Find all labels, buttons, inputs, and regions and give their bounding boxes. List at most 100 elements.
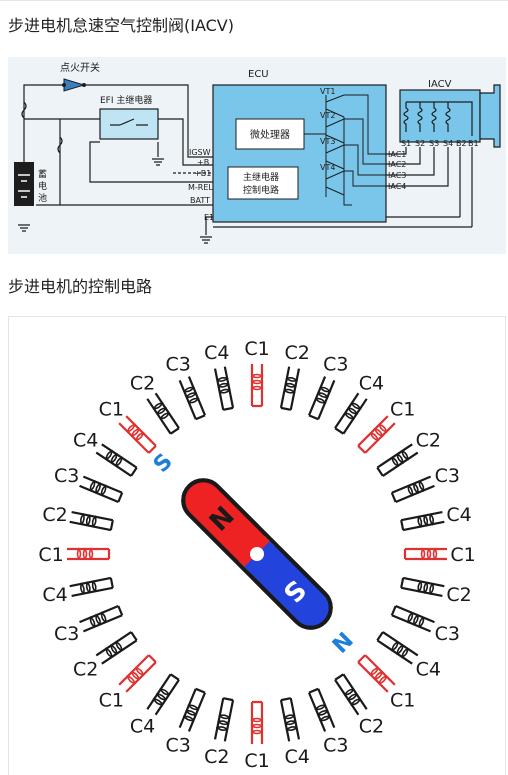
battery-label-2: 电 <box>38 180 47 192</box>
stator-north-label: N <box>328 628 359 659</box>
pin-s4: S4 <box>443 139 453 148</box>
transistor-vt2: VT2 <box>320 111 335 120</box>
pin-igsw: IGSW <box>189 148 211 157</box>
transistor-stack <box>304 94 386 206</box>
pin-mrel: M-REL <box>188 183 213 192</box>
coil-label: C4 <box>204 342 229 364</box>
stator-coil <box>118 654 157 693</box>
stator-coil <box>400 510 445 532</box>
coil-label: C3 <box>54 623 79 645</box>
ecu-label: ECU <box>248 69 269 80</box>
pin-e1: E1 <box>204 213 214 222</box>
stator-coil <box>178 687 206 732</box>
pin-s2: S2 <box>415 139 425 148</box>
stator-coil <box>334 392 368 435</box>
rotor-mid-south <box>244 541 284 581</box>
coil-label: C1 <box>450 544 475 566</box>
stator-coil <box>279 697 301 742</box>
iacv-body <box>399 89 481 143</box>
coil-label: C3 <box>166 354 191 376</box>
coil-label: C2 <box>285 342 310 364</box>
stator-coil <box>213 697 235 742</box>
coil-label: C4 <box>42 584 67 606</box>
stator-coil <box>279 366 301 411</box>
coil-label: C1 <box>390 690 415 712</box>
pin-b1: +B1 <box>194 169 211 178</box>
stator-coil <box>67 547 111 561</box>
stator-coil <box>308 687 336 732</box>
coil-label: C1 <box>244 750 269 772</box>
rotor-axle-icon <box>250 547 264 561</box>
stator-coil <box>118 415 157 454</box>
iacv-label: IACV <box>428 79 452 90</box>
battery-label-1: 蓄 <box>38 168 47 180</box>
coil-label: C2 <box>42 504 67 526</box>
ecu-box <box>212 84 387 223</box>
pin-b1-iacv: B1 <box>468 139 479 148</box>
rotor-magnet: N S <box>181 478 333 630</box>
relay-contact-icon <box>110 118 148 126</box>
coil-label: C3 <box>435 465 460 487</box>
coil-label: C4 <box>285 746 310 768</box>
microprocessor-label: 微处理器 <box>250 128 290 141</box>
coil-label: C2 <box>446 584 471 606</box>
stator-coil <box>69 576 114 598</box>
stator-coil <box>334 673 368 716</box>
coil-label: C1 <box>99 398 124 420</box>
top-divider <box>0 0 508 1</box>
efi-relay-box <box>99 108 159 140</box>
transistor-vt4: VT4 <box>320 163 335 172</box>
iacv-coils-icon <box>403 101 473 136</box>
coil-label: C4 <box>130 715 155 737</box>
stator-coil <box>400 576 445 598</box>
coil-label: C3 <box>54 465 79 487</box>
coil-label: C4 <box>416 658 441 680</box>
stator-coil <box>95 631 138 665</box>
coil-label: C3 <box>323 354 348 376</box>
stator-coil <box>146 673 180 716</box>
stator-coil <box>95 443 138 477</box>
pin-iac2: IAC2 <box>388 160 406 169</box>
iacv-circuit-diagram: 点火开关 蓄 电 池 EFI 主继电器 ECU 微处理器 主继电器 控制电路 I… <box>8 57 506 254</box>
coil-label: C2 <box>204 746 229 768</box>
coil-label: C3 <box>166 734 191 756</box>
stator-coil <box>376 443 419 477</box>
stator-coil <box>390 475 435 503</box>
stator-coils <box>67 364 447 744</box>
ignition-switch-icon <box>62 78 86 92</box>
transistor-vt3: VT3 <box>320 137 335 146</box>
coil-label: C2 <box>416 430 441 452</box>
pin-iac4: IAC4 <box>388 182 406 191</box>
rotor-outline <box>181 478 333 630</box>
coil-label: C2 <box>130 373 155 395</box>
stator-coil <box>79 475 124 503</box>
iacv-valve-head-icon <box>479 84 501 148</box>
pin-b2: B2 <box>456 139 467 148</box>
pin-s1: S1 <box>401 139 411 148</box>
stator-coil <box>213 366 235 411</box>
efi-relay-label: EFI 主继电器 <box>100 94 152 106</box>
transistor-vt1: VT1 <box>320 87 335 96</box>
section-heading-iacv: 步进电机怠速空气控制阀(IACV) <box>8 16 234 35</box>
coil-label: C2 <box>73 658 98 680</box>
main-relay-control-label-1: 主继电器 <box>243 171 279 183</box>
stator-coil <box>376 631 419 665</box>
coil-label: C4 <box>446 504 471 526</box>
coil-label: C3 <box>435 623 460 645</box>
coil-label: C1 <box>99 690 124 712</box>
coil-label: C1 <box>244 338 269 360</box>
stator-coil <box>390 605 435 633</box>
stator-coil <box>250 700 264 744</box>
stator-coil <box>178 376 206 421</box>
stator-coil <box>250 364 264 408</box>
battery-label-3: 池 <box>38 192 47 204</box>
microprocessor-box <box>235 118 305 150</box>
coil-label: C4 <box>359 373 384 395</box>
stator-south-label: S <box>149 449 178 478</box>
pin-s3: S3 <box>429 139 439 148</box>
main-relay-control-box <box>227 166 299 200</box>
section-heading-stepper-circuit: 步进电机的控制电路 <box>8 277 153 296</box>
coil-label: C2 <box>359 715 384 737</box>
ignition-switch-label: 点火开关 <box>60 61 100 74</box>
